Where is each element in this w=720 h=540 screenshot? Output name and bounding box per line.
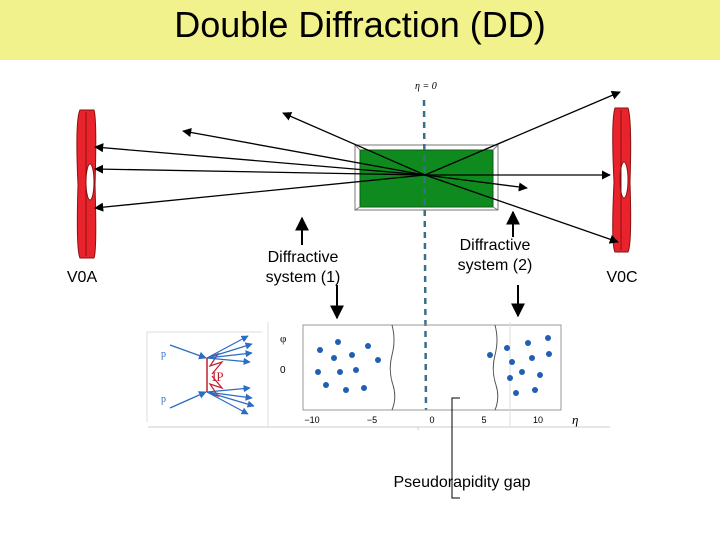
- eta-zero-label: η = 0: [415, 81, 437, 92]
- feynman-proton-top: p: [161, 349, 166, 360]
- eta-zero-line: [422, 99, 428, 411]
- v0c-detector: [612, 107, 632, 253]
- v0a-label: V0A: [66, 269, 98, 286]
- particle-tracks: [94, 91, 621, 244]
- title-band: [0, 0, 720, 60]
- plot-y-label-bottom: 0: [280, 365, 286, 376]
- central-detector: [354, 144, 499, 211]
- feynman-diagram: p p IP: [146, 331, 262, 422]
- x-tick-label: 5: [481, 415, 486, 425]
- x-tick-label: −10: [304, 415, 319, 425]
- v0a-detector: [76, 109, 97, 259]
- diffractive-system-2-line2: system (2): [457, 257, 533, 274]
- diffractive-system-2-line1: Diffractive: [459, 237, 531, 254]
- label-arrows: [295, 210, 525, 320]
- x-tick-label: 10: [533, 415, 543, 425]
- x-tick-label: 0: [429, 415, 434, 425]
- feynman-pomeron: IP: [212, 369, 224, 384]
- x-tick-label: −5: [367, 415, 377, 425]
- slide-title: Double Diffraction (DD): [174, 4, 546, 45]
- feynman-proton-bottom: p: [161, 394, 166, 405]
- diffractive-system-1-line1: Diffractive: [267, 249, 339, 266]
- eta-phi-plot: φ 0 −10 −5 0 5 10 η: [148, 322, 610, 430]
- plot-x-axis-label: η: [572, 412, 578, 427]
- v0c-label: V0C: [606, 269, 638, 286]
- plot-y-label-top: φ: [280, 333, 286, 345]
- diffractive-system-1-line2: system (1): [265, 269, 341, 286]
- gap-bracket: [451, 397, 460, 499]
- track-dots: [315, 335, 552, 396]
- gap-label: Pseudorapidity gap: [393, 474, 531, 491]
